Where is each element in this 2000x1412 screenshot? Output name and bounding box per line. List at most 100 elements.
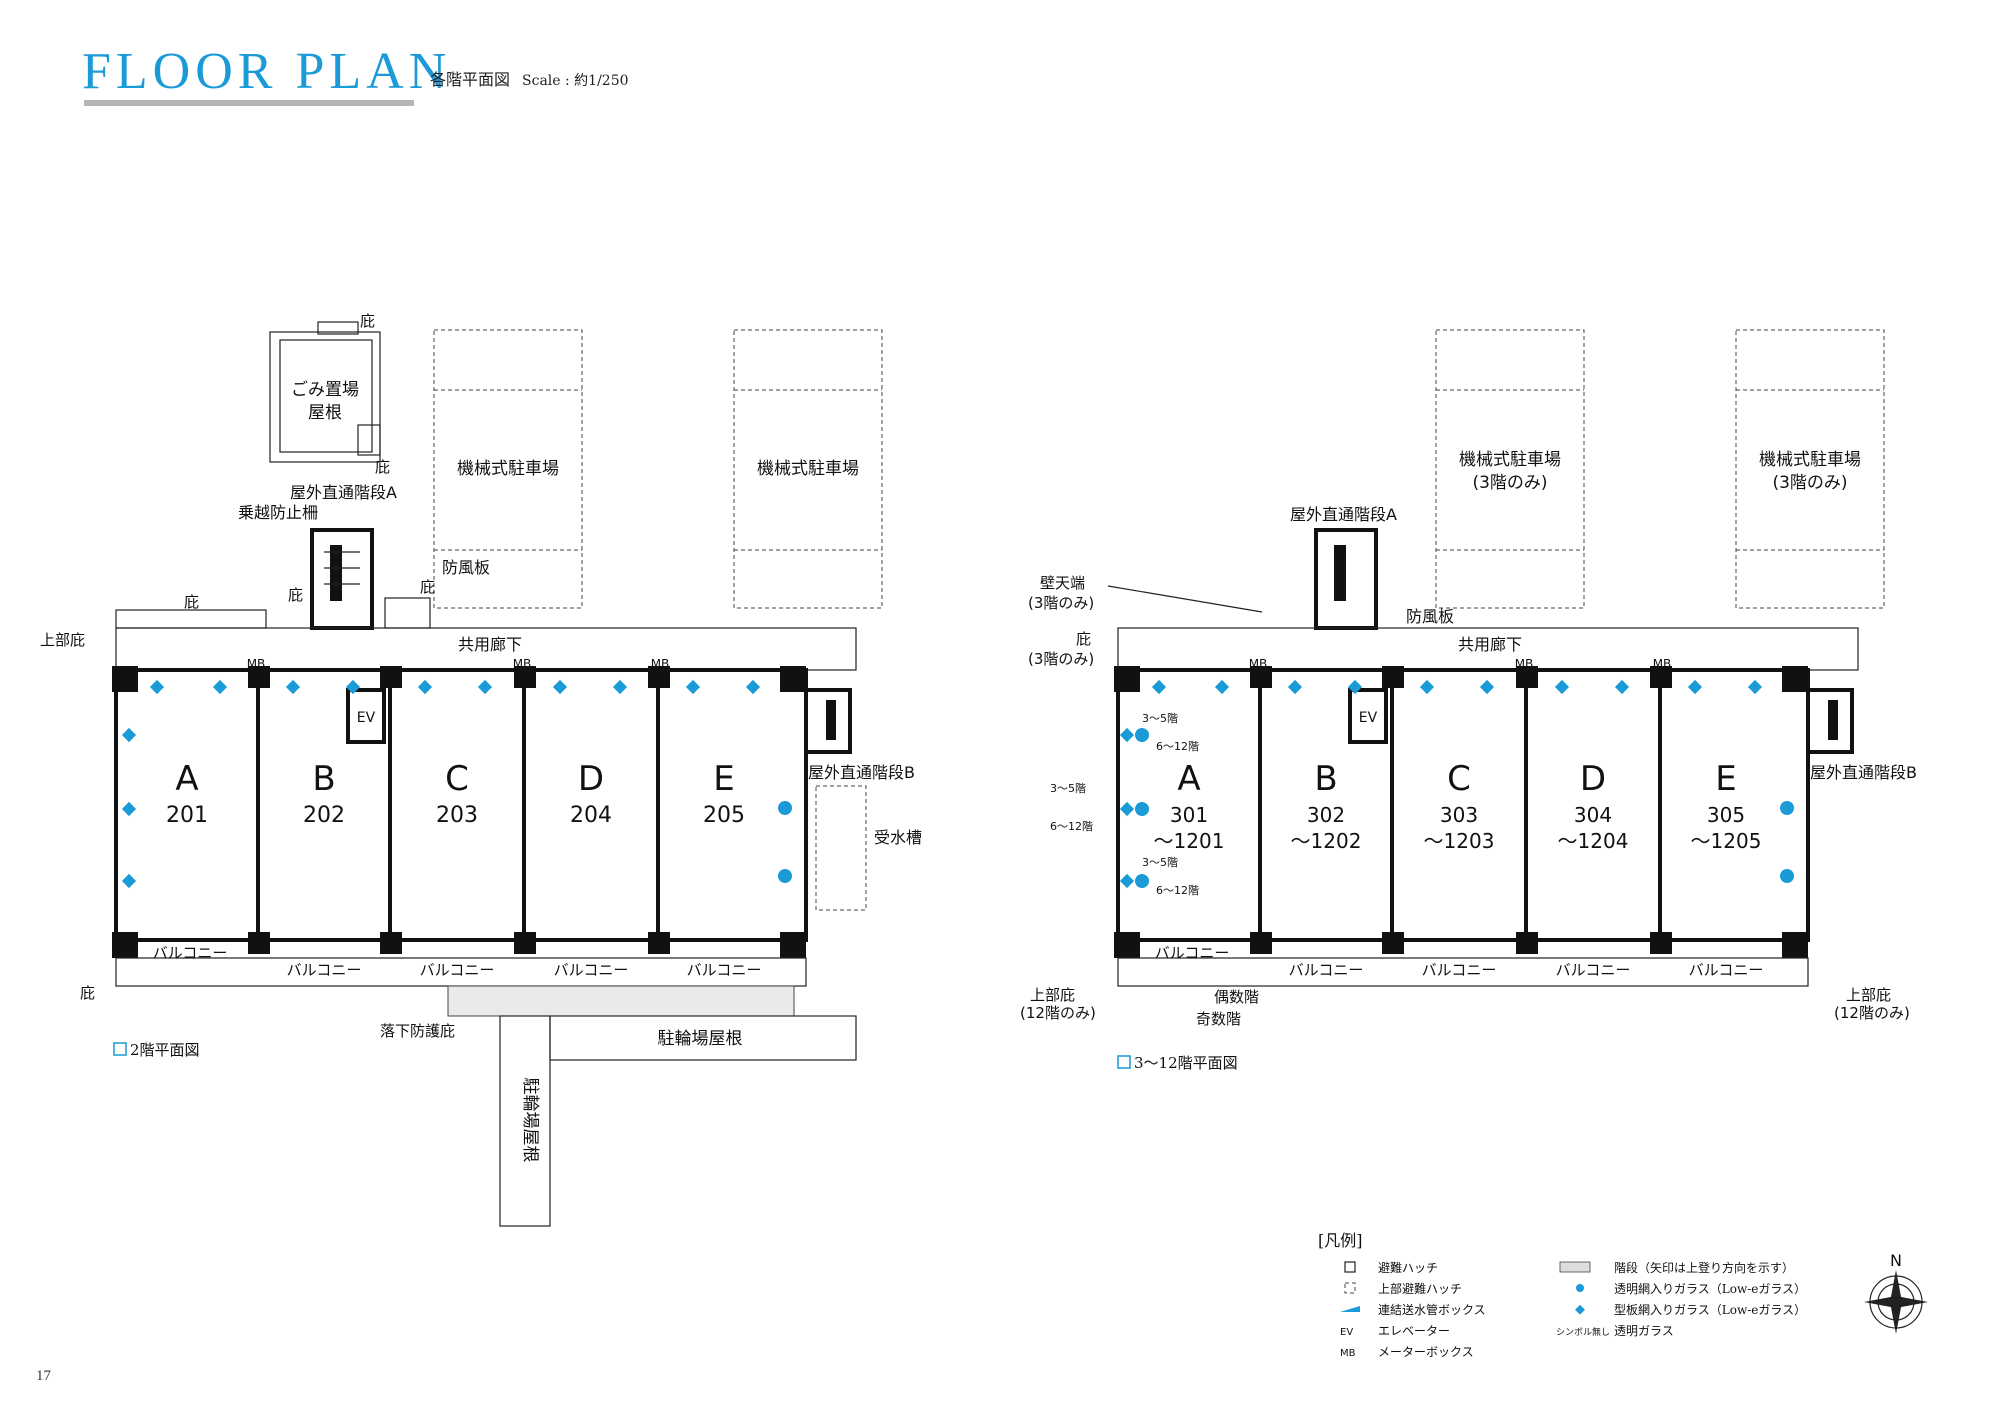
hatch-icon: [1344, 1261, 1356, 1273]
balcony-3f-d: バルコニー: [1556, 961, 1631, 979]
stairs-b-3f-label: 屋外直通階段B: [1810, 763, 1917, 782]
legend-item-diamond: 型板網入りガラス（Low-eガラス）: [1614, 1303, 1806, 1317]
floor-6-12-label-3: 6～12階: [1156, 883, 1199, 897]
legend-ev-symbol: EV: [1340, 1327, 1353, 1338]
balcony-3f-c: バルコニー: [1422, 961, 1497, 979]
floor-6-12-label-1: 6～12階: [1156, 739, 1199, 753]
stairs-b: [804, 688, 852, 754]
balcony-2f-c: バルコニー: [420, 961, 495, 979]
title-underline: [84, 100, 414, 106]
unit-2f-d-number: 204: [570, 803, 612, 828]
page-subtitle: 各階平面図 Scale : 約1/250: [430, 66, 629, 90]
legend-item-upper-hatch: 上部避難ハッチ: [1378, 1281, 1462, 1296]
stairs-a-label: 屋外直通階段A: [290, 483, 397, 502]
floor2-caption-icon: [113, 1042, 127, 1056]
unit-3f-b-number: 302: [1307, 803, 1345, 827]
floor-3-5-label-3: 3～5階: [1142, 855, 1178, 869]
unit-3f-c-number: 303: [1440, 803, 1478, 827]
unit-3f-e-number: 305: [1707, 803, 1745, 827]
stairs-b-3f: [1806, 688, 1854, 754]
unit-3f-a-range: ～1201: [1154, 829, 1225, 853]
garbage-hisashi-label-2: 庇: [375, 458, 390, 476]
unit-3f-a-number: 301: [1170, 803, 1208, 827]
unit-2f-c-letter: C: [445, 759, 469, 799]
windbreak-label: 防風板: [442, 558, 490, 577]
left-hisashi: [115, 609, 267, 629]
legend: [凡例] 避難ハッチ 上部避難ハッチ 連結送水管ボックス EV エレベーター M…: [1318, 1231, 1806, 1359]
floor-3-5-label-1: 3～5階: [1142, 711, 1178, 725]
balcony-3f-a: バルコニー: [1155, 944, 1230, 962]
unit-2f-a-letter: A: [175, 759, 198, 799]
unit-2f-e-number: 205: [703, 803, 745, 828]
units-2f: A 201 B 202 C 203 D 204 E 205: [166, 759, 745, 828]
subtitle-text: 各階平面図: [430, 70, 511, 89]
water-tank-label: 受水槽: [874, 828, 922, 847]
unit-3f-c-letter: C: [1447, 759, 1471, 799]
legend-item-mb: メーターボックス: [1378, 1345, 1474, 1359]
scale-text: Scale : 約1/250: [522, 73, 629, 89]
unit-3f-e-range: ～1205: [1691, 829, 1762, 853]
windbreak-hisashi-label: 庇: [420, 578, 435, 596]
unit-2f-d-letter: D: [578, 759, 604, 799]
stair-icon: [1559, 1261, 1591, 1273]
fall-protection-label: 落下防護庇: [380, 1022, 455, 1040]
parking3-2-label-b: (3階のみ): [1772, 473, 1847, 493]
floor2-plan: ごみ置場 屋根 庇 庇 機械式駐車場 機械式駐車場 屋外直通階段A 乗越防止柵 …: [40, 312, 922, 1227]
balcony-2f-d: バルコニー: [554, 961, 629, 979]
legend-mb-symbol: MB: [1340, 1348, 1356, 1359]
floor-3-5-label-2: 3～5階: [1050, 781, 1086, 795]
upper-hisashi-3f-right-2: (12階のみ): [1834, 1004, 1910, 1022]
garbage-hisashi-side: [357, 424, 381, 456]
diamond-icon: [1575, 1304, 1585, 1315]
ev-label-2f: EV: [357, 710, 376, 726]
garbage-roof-label-1: ごみ置場: [291, 380, 359, 400]
unit-3f-a-letter: A: [1177, 759, 1200, 799]
unit-2f-a-number: 201: [166, 803, 208, 828]
parking2-outline: [733, 329, 883, 609]
wall-top-label-2: (3階のみ): [1028, 594, 1094, 612]
balcony-2f-b: バルコニー: [287, 961, 362, 979]
units-block-2f: [114, 668, 808, 942]
left-hisashi-label-2: 庇: [288, 586, 303, 604]
parking1-outline: [433, 329, 583, 609]
bike-roof-h-label: 駐輪場屋根: [658, 1029, 743, 1049]
legend-title: [凡例]: [1318, 1231, 1363, 1250]
unit-3f-d-letter: D: [1580, 759, 1606, 799]
odd-floor-label: 奇数階: [1196, 1010, 1241, 1028]
corridor-label: 共用廊下: [458, 635, 522, 654]
unit-3f-b-letter: B: [1314, 759, 1337, 799]
parking1-label: 機械式駐車場: [457, 459, 559, 479]
glass-markers-2f: [121, 679, 792, 889]
garbage-roof-inner: [279, 339, 373, 453]
stairs-b-label: 屋外直通階段B: [808, 763, 915, 782]
unit-3f-d-number: 304: [1574, 803, 1612, 827]
parking3-2-label-a: 機械式駐車場: [1759, 450, 1861, 470]
glass-markers-3f: [1119, 679, 1794, 889]
unit-3f-e-letter: E: [1715, 759, 1736, 799]
garbage-hisashi: [317, 321, 359, 335]
fall-protection-hisashi: [447, 985, 795, 1017]
corridor-3f-label: 共用廊下: [1458, 635, 1522, 654]
standpipe-icon: [1340, 1306, 1360, 1312]
parking2-label: 機械式駐車場: [757, 459, 859, 479]
page-number: 17: [36, 1368, 51, 1384]
page-title: FLOOR PLAN: [82, 43, 452, 100]
balcony-3f-b: バルコニー: [1289, 961, 1364, 979]
balcony-3f: [1117, 957, 1809, 987]
water-tank: [815, 785, 867, 911]
floor3-caption: 3～12階平面図: [1134, 1054, 1238, 1072]
units-block-3f: [1116, 668, 1810, 942]
left-hisashi-label: 庇: [184, 593, 199, 611]
windbreak-3f-label: 防風板: [1406, 607, 1454, 626]
balcony-2f-a: バルコニー: [153, 944, 228, 962]
balcony-hisashi-label: 庇: [80, 984, 95, 1002]
ev-box-2f: [346, 688, 386, 744]
balcony-2f-e: バルコニー: [687, 961, 762, 979]
upper-hisashi-3f-left-1: 上部庇: [1030, 986, 1075, 1004]
unit-3f-d-range: ～1204: [1558, 829, 1629, 853]
bike-roof-v-label: 駐輪場屋根: [520, 1078, 540, 1163]
stairs-a-3f-label: 屋外直通階段A: [1290, 505, 1397, 524]
unit-2f-c-number: 203: [436, 803, 478, 828]
upper-hisashi-3f-right-1: 上部庇: [1846, 986, 1891, 1004]
bike-roof-v: [499, 1015, 551, 1227]
